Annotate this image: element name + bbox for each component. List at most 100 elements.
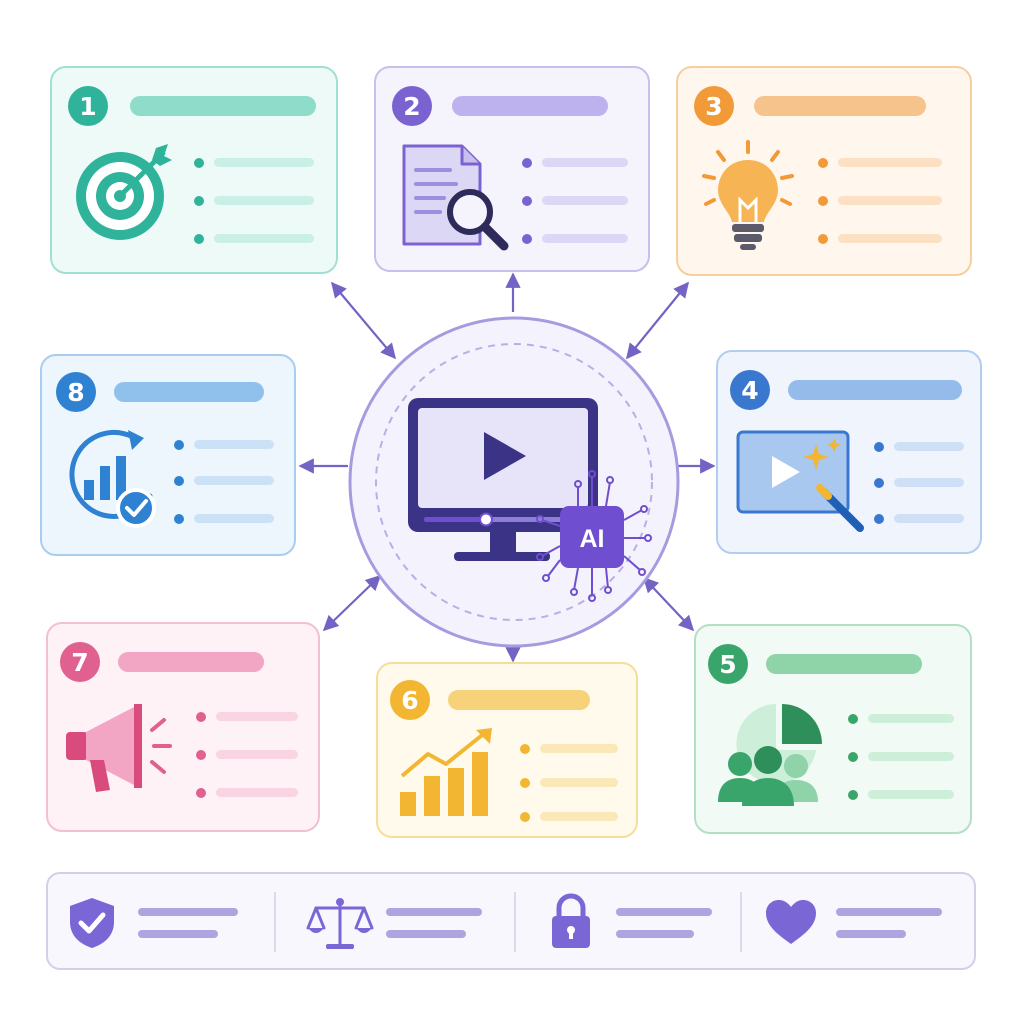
- bullet: [874, 514, 884, 524]
- text-line-placeholder: [216, 712, 298, 721]
- padlock-icon: [548, 892, 594, 955]
- bullet: [174, 514, 184, 524]
- bullet: [520, 778, 530, 788]
- text-line-placeholder: [836, 930, 906, 938]
- text-line-placeholder: [540, 778, 618, 787]
- text-line-placeholder: [216, 788, 298, 797]
- shield-check-icon: [66, 896, 118, 955]
- bullet: [848, 790, 858, 800]
- target-icon: [72, 138, 178, 249]
- text-line-placeholder: [540, 812, 618, 821]
- text-line-placeholder: [894, 442, 964, 451]
- arrow-to-card-3: [626, 281, 689, 360]
- text-line-placeholder: [616, 930, 694, 938]
- arrow-to-card-1: [331, 281, 396, 360]
- step-number-badge: 7: [60, 642, 100, 682]
- refresh-chart-check-icon: [60, 426, 164, 535]
- text-line-placeholder: [542, 234, 628, 243]
- step-number-badge: 4: [730, 370, 770, 410]
- arrow-to-card-5: [642, 576, 695, 632]
- bullet: [196, 712, 206, 722]
- text-line-placeholder: [836, 908, 942, 916]
- step-card-6: 6: [376, 662, 638, 838]
- text-line-placeholder: [386, 908, 482, 916]
- text-line-placeholder: [542, 196, 628, 205]
- megaphone-icon: [64, 700, 174, 801]
- bullet: [818, 196, 828, 206]
- text-line-placeholder: [838, 158, 942, 167]
- step-title-placeholder: [754, 96, 926, 116]
- bullet: [874, 478, 884, 488]
- text-line-placeholder: [894, 514, 964, 523]
- bullet: [174, 476, 184, 486]
- step-card-8: 8: [40, 354, 296, 556]
- ai-chip-icon: [536, 470, 652, 602]
- bullet: [522, 196, 532, 206]
- step-card-3: 3: [676, 66, 972, 276]
- divider: [740, 892, 742, 952]
- bullet: [848, 752, 858, 762]
- text-line-placeholder: [868, 790, 954, 799]
- document-search-icon: [400, 142, 512, 259]
- bullet: [874, 442, 884, 452]
- step-card-7: 7: [46, 622, 320, 832]
- text-line-placeholder: [894, 478, 964, 487]
- play-icon: [484, 432, 526, 480]
- bullet: [848, 714, 858, 724]
- text-line-placeholder: [138, 930, 218, 938]
- text-line-placeholder: [214, 234, 314, 243]
- step-title-placeholder: [130, 96, 316, 116]
- step-card-2: 2: [374, 66, 650, 272]
- divider: [514, 892, 516, 952]
- text-line-placeholder: [868, 752, 954, 761]
- bullet: [520, 812, 530, 822]
- step-title-placeholder: [452, 96, 608, 116]
- bullet: [818, 158, 828, 168]
- text-line-placeholder: [616, 908, 712, 916]
- bullet: [194, 196, 204, 206]
- bullet: [522, 158, 532, 168]
- growth-chart-icon: [398, 726, 498, 823]
- step-card-4: 4: [716, 350, 982, 554]
- text-line-placeholder: [838, 234, 942, 243]
- step-number-badge: 6: [390, 680, 430, 720]
- text-line-placeholder: [216, 750, 298, 759]
- bullet: [196, 750, 206, 760]
- bullet: [194, 158, 204, 168]
- text-line-placeholder: [838, 196, 942, 205]
- divider: [274, 892, 276, 952]
- text-line-placeholder: [214, 196, 314, 205]
- step-number-badge: 1: [68, 86, 108, 126]
- scales-icon: [306, 896, 374, 957]
- arrow-to-card-7: [322, 574, 382, 632]
- text-line-placeholder: [386, 930, 466, 938]
- ai-chip-label: AI: [580, 525, 605, 553]
- text-line-placeholder: [138, 908, 238, 916]
- text-line-placeholder: [868, 714, 954, 723]
- step-number-badge: 2: [392, 86, 432, 126]
- text-line-placeholder: [194, 514, 274, 523]
- step-title-placeholder: [766, 654, 922, 674]
- monitor-icon: [408, 398, 598, 561]
- bullet: [174, 440, 184, 450]
- audience-pie-icon: [712, 698, 828, 815]
- bullet: [522, 234, 532, 244]
- bullet: [520, 744, 530, 754]
- step-title-placeholder: [788, 380, 962, 400]
- step-title-placeholder: [448, 690, 590, 710]
- step-title-placeholder: [114, 382, 264, 402]
- heart-icon: [764, 898, 818, 953]
- step-number-badge: 5: [708, 644, 748, 684]
- text-line-placeholder: [214, 158, 314, 167]
- video-edit-icon: [736, 430, 866, 541]
- step-number-badge: 8: [56, 372, 96, 412]
- text-line-placeholder: [542, 158, 628, 167]
- step-title-placeholder: [118, 652, 264, 672]
- bullet: [196, 788, 206, 798]
- text-line-placeholder: [540, 744, 618, 753]
- step-card-1: 1: [50, 66, 338, 274]
- ai-video-hub: AI: [348, 316, 680, 648]
- bullet: [194, 234, 204, 244]
- principles-bar: [46, 872, 976, 970]
- lightbulb-icon: [698, 138, 798, 259]
